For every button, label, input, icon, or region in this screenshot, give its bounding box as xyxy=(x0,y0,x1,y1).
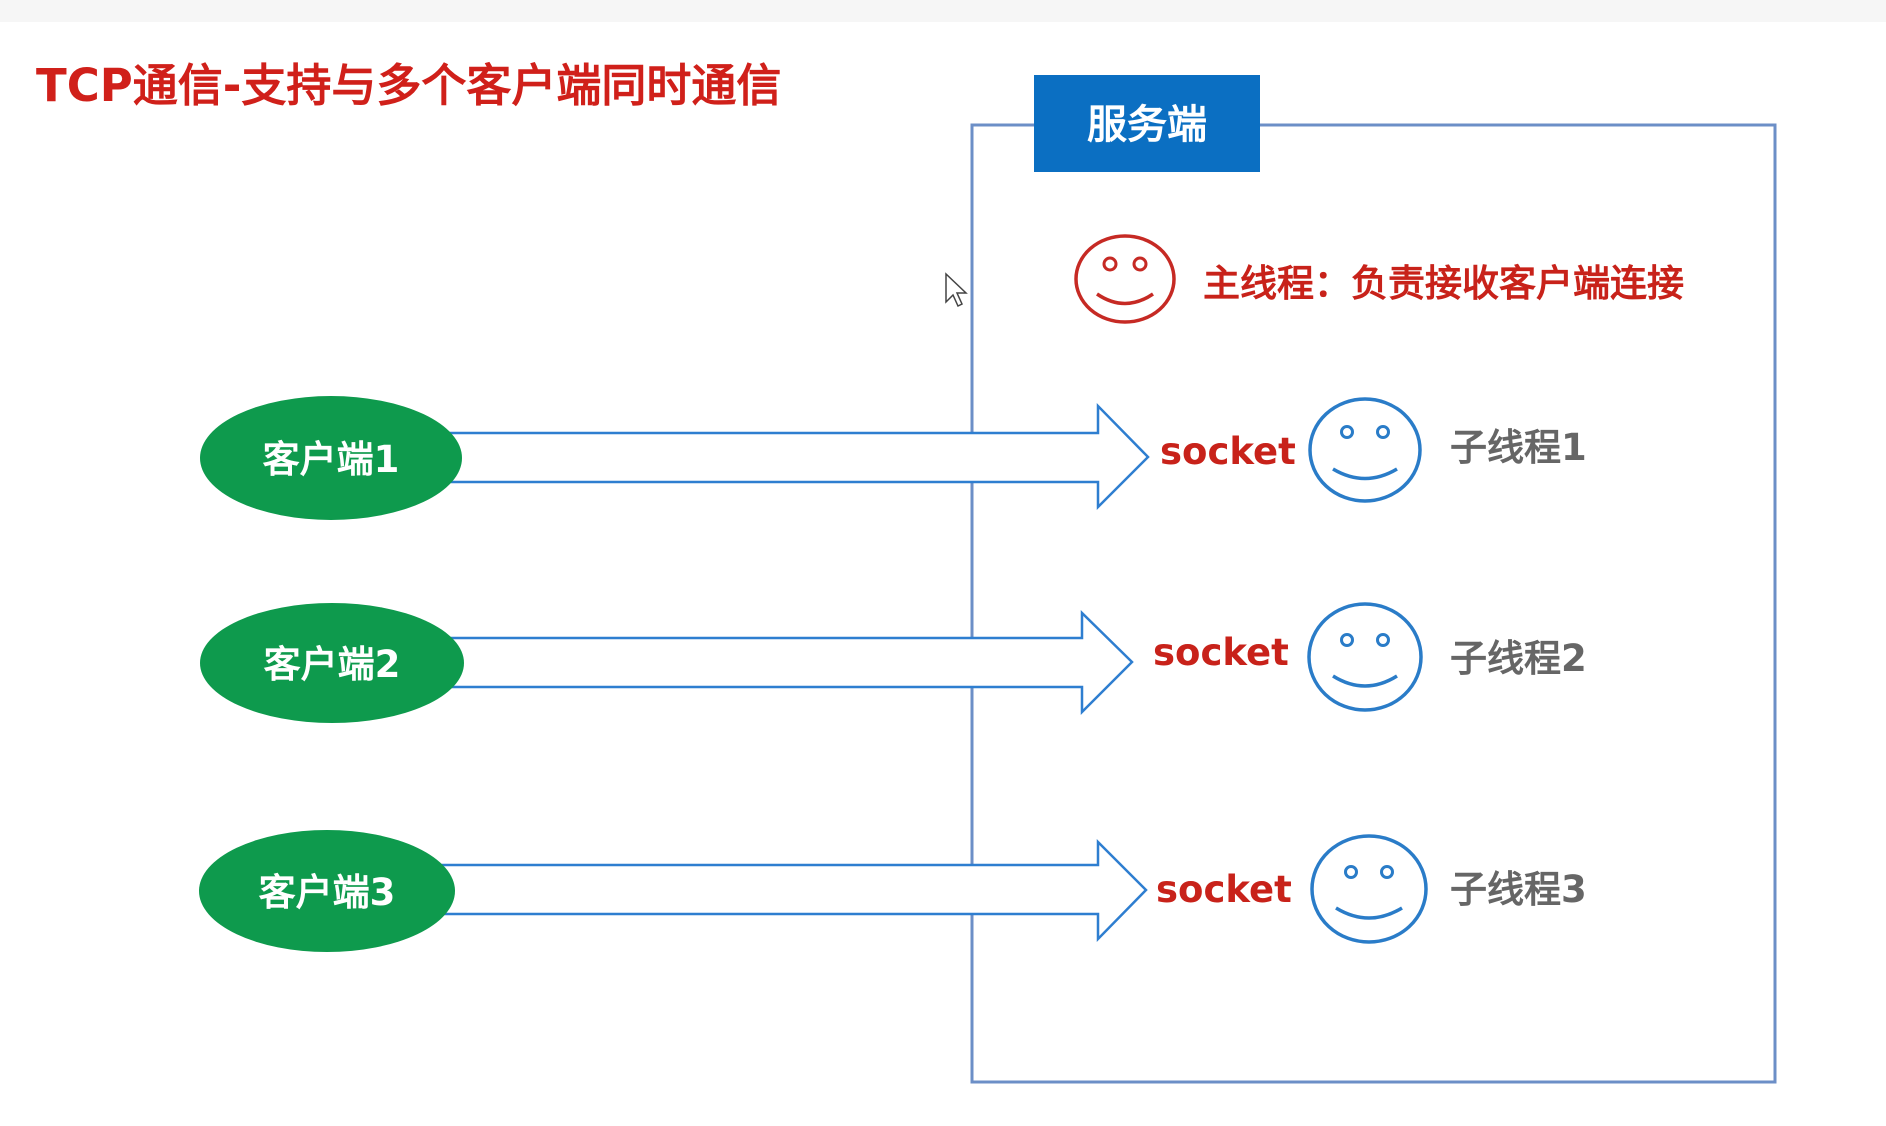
client-node xyxy=(200,603,464,723)
sub-thread-smiley-icon xyxy=(1307,602,1423,712)
arrow-icon xyxy=(436,402,1150,511)
client-label: 客户端1 xyxy=(263,438,400,481)
socket-label: socket xyxy=(1153,631,1289,674)
client-label: 客户端3 xyxy=(259,871,396,914)
sub-thread-smiley-icon xyxy=(1308,397,1422,503)
server-tab xyxy=(1034,75,1260,172)
arrow-icon xyxy=(436,610,1134,716)
sub-thread-smiley-icon xyxy=(1310,834,1428,944)
sub-thread-label: 子线程1 xyxy=(1450,426,1587,469)
socket-label: socket xyxy=(1160,430,1296,473)
client-node xyxy=(200,396,462,520)
top-strip xyxy=(0,0,1886,22)
sub-thread-label: 子线程2 xyxy=(1450,637,1587,680)
server-label: 服务端 xyxy=(1087,102,1207,148)
client-node xyxy=(199,830,455,952)
client-label: 客户端2 xyxy=(264,643,401,686)
main-thread-label: 主线程：负责接收客户端连接 xyxy=(1203,262,1684,305)
cursor-pointer-icon xyxy=(945,272,968,308)
server-box xyxy=(970,123,1777,1084)
connection-row: 客户端3 socket 子线程3 xyxy=(199,830,1587,952)
socket-label: socket xyxy=(1156,868,1292,911)
sub-thread-label: 子线程3 xyxy=(1450,868,1587,911)
connection-row: 客户端2 socket 子线程2 xyxy=(200,602,1587,723)
arrow-icon xyxy=(436,838,1148,943)
connection-row: 客户端1 socket 子线程1 xyxy=(200,396,1587,520)
diagram-title: TCP通信-支持与多个客户端同时通信 xyxy=(36,59,781,112)
main-thread-smiley-icon xyxy=(1074,234,1176,324)
